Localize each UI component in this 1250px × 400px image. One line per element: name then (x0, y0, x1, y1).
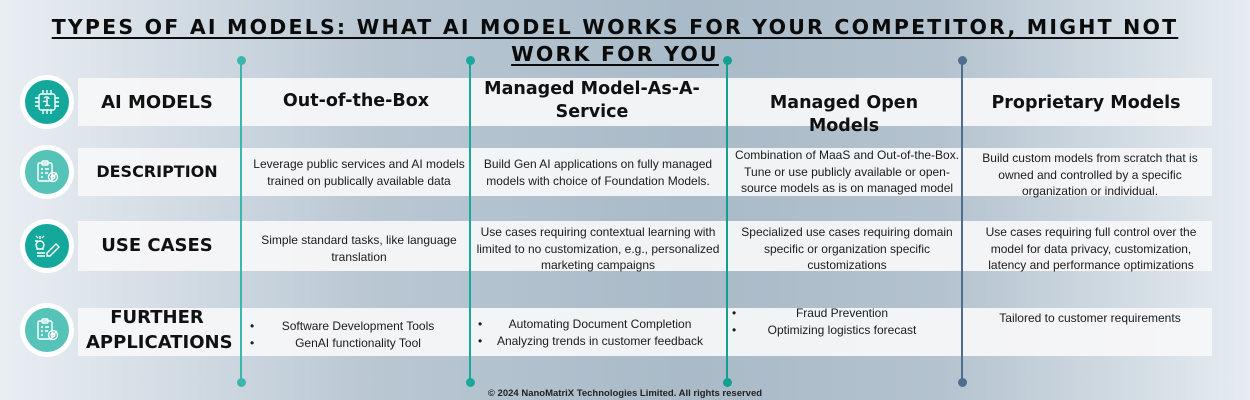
description-out-of-the-box: Leverage public services and AI models t… (253, 157, 465, 188)
applications-list-managed-maas: • Automating Document Completion • Analy… (478, 316, 722, 349)
list-item: • Analyzing trends in customer feedback (478, 333, 722, 350)
bullet: • (250, 335, 255, 350)
description-managed-maas: Build Gen AI applications on fully manag… (483, 157, 713, 188)
row-label-ai-models: AI MODELS (101, 92, 213, 113)
column-dot-top-3 (722, 56, 732, 65)
clipboard-target-icon (20, 303, 74, 357)
bullet: • (478, 317, 483, 331)
column-line-2 (469, 60, 471, 382)
lightbulb-pencil-icon (20, 219, 74, 273)
column-dot-top-2 (465, 56, 475, 65)
column-line-1 (240, 60, 242, 382)
list-item-text: Automating Document Completion (508, 317, 692, 331)
applications-list-managed-open-models: • Fraud Prevention • Optimizing logistic… (732, 305, 952, 338)
clipboard-target-icon (20, 145, 74, 199)
applications-list-out-of-the-box: • Software Development Tools • GenAI fun… (250, 318, 466, 351)
column-dot-top-4 (957, 56, 967, 65)
bullet: • (478, 333, 483, 348)
description-proprietary-models: Build custom models from scratch that is… (982, 151, 1198, 198)
column-dot-bottom-1 (236, 378, 246, 387)
list-item-text: Fraud Prevention (795, 306, 889, 320)
list-item: • Software Development Tools (250, 318, 466, 335)
list-item-text: GenAI functionality Tool (295, 335, 421, 350)
row-label-description: DESCRIPTION (96, 162, 218, 181)
row-label-use-cases: USE CASES (101, 235, 213, 256)
bullet: • (732, 306, 737, 320)
column-dot-bottom-4 (957, 378, 967, 387)
column-dot-bottom-3 (722, 378, 732, 387)
list-item-text: Software Development Tools (281, 319, 435, 333)
copyright-footer: © 2024 NanoMatriX Technologies Limited. … (487, 388, 763, 399)
column-dot-top-1 (236, 56, 246, 65)
bullet: • (250, 319, 255, 333)
use-cases-managed-maas: Use cases requiring contextual learning … (476, 225, 720, 272)
list-item: • Optimizing logistics forecast (732, 322, 952, 339)
use-cases-out-of-the-box: Simple standard tasks, like language tra… (261, 233, 457, 264)
brain-chip-icon (20, 75, 74, 129)
use-cases-managed-open-models: Specialized use cases requiring domain s… (741, 225, 953, 272)
column-header-out-of-the-box: Out-of-the-Box (282, 91, 430, 111)
row-label-further-applications: FURTHER APPLICATIONS (86, 307, 233, 353)
list-item: • Automating Document Completion (478, 316, 722, 333)
column-header-proprietary-models: Proprietary Models (991, 93, 1181, 113)
list-item-text: Analyzing trends in customer feedback (496, 333, 704, 348)
row-band-models (78, 78, 1212, 126)
column-header-managed-open-models: Managed Open Models (769, 93, 919, 136)
row-band-description (78, 148, 1212, 196)
list-item-text: Optimizing logistics forecast (767, 322, 917, 337)
bullet: • (732, 322, 737, 337)
list-item: • GenAI functionality Tool (250, 335, 466, 352)
column-header-managed-maas: Managed Model-As-A-Service (484, 79, 700, 122)
description-managed-open-models: Combination of MaaS and Out-of-the-Box. … (734, 148, 960, 195)
column-dot-bottom-2 (465, 378, 475, 387)
row-band-use-cases (78, 221, 1212, 271)
use-cases-proprietary-models: Use cases requiring full control over th… (985, 225, 1197, 272)
list-item: • Fraud Prevention (732, 305, 952, 322)
column-line-4 (961, 60, 963, 382)
page-title: TYPES OF AI MODELS: WHAT AI MODEL WORKS … (51, 15, 1179, 66)
column-line-3 (726, 60, 728, 382)
row-band-further (78, 308, 1212, 356)
applications-proprietary-models: Tailored to customer requirements (999, 311, 1181, 325)
